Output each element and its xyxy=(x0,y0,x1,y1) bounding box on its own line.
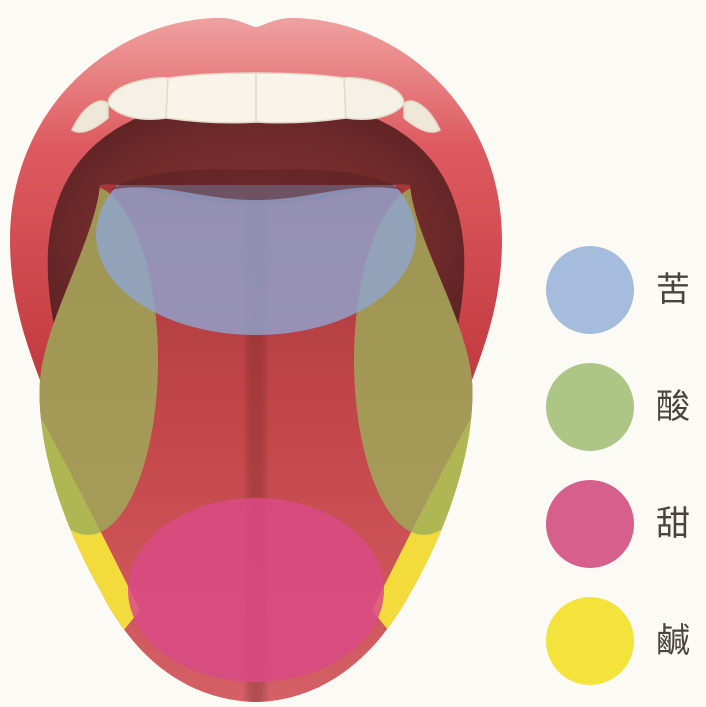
salty-label: 鹹 xyxy=(656,621,690,661)
salty-swatch xyxy=(546,597,634,685)
legend-item-sweet: 甜 xyxy=(546,480,706,570)
sweet-label: 甜 xyxy=(656,504,690,544)
sweet-swatch xyxy=(546,480,634,568)
legend-item-bitter: 苦 xyxy=(546,246,706,336)
bitter-swatch xyxy=(546,246,634,334)
bitter-label: 苦 xyxy=(656,270,690,310)
legend-item-sour: 酸 xyxy=(546,363,706,453)
sweet-zone xyxy=(128,498,384,682)
legend-item-salty: 鹹 xyxy=(546,597,706,687)
sour-label: 酸 xyxy=(656,387,690,427)
teeth xyxy=(71,72,441,133)
bitter-zone xyxy=(96,185,416,335)
sour-swatch xyxy=(546,363,634,451)
